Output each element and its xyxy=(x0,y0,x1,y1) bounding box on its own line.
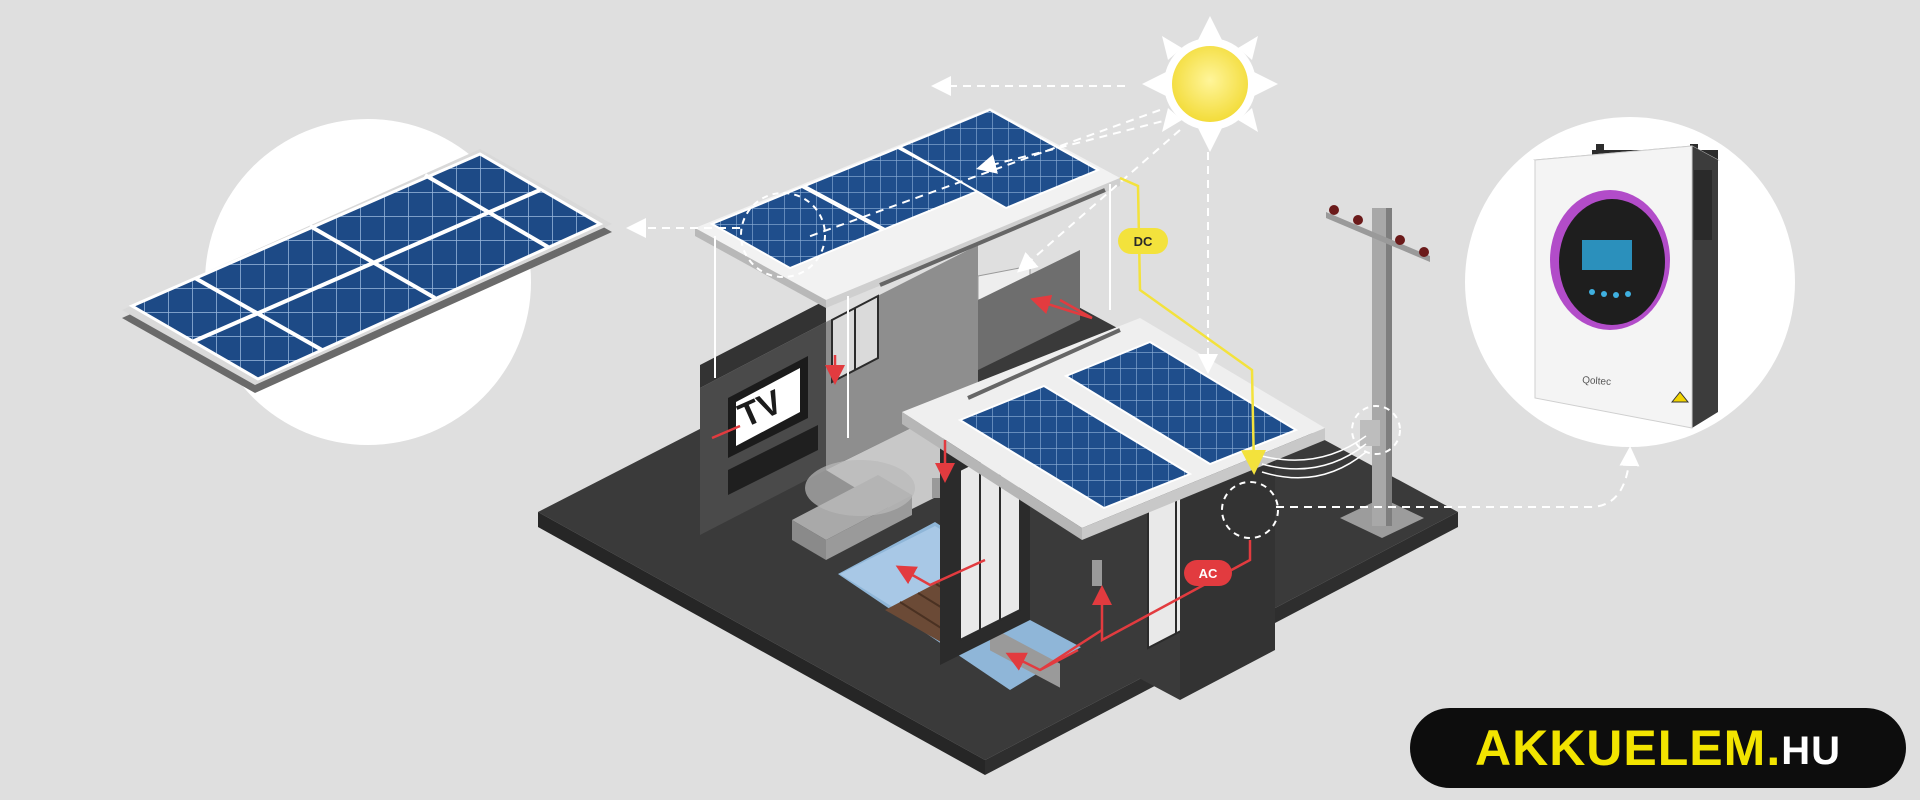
logo-dot: . xyxy=(1766,720,1782,776)
inverter-brand-label: Qoltec xyxy=(1582,375,1612,388)
tv-screen: TV xyxy=(728,356,808,458)
ac-badge: AC xyxy=(1184,560,1232,586)
living-room: TV xyxy=(700,245,1080,560)
akkuelem-logo: AKKUELEM.HU xyxy=(1410,708,1906,788)
upper-roof xyxy=(695,108,1120,438)
windows xyxy=(831,294,879,384)
dc-label: DC xyxy=(1134,234,1153,249)
lower-solar-array xyxy=(957,340,1299,510)
ac-wires: AC xyxy=(711,294,1252,672)
callout-lines xyxy=(626,76,1640,539)
panel-detail-circle xyxy=(122,119,612,445)
sun xyxy=(1142,16,1278,152)
lower-roof xyxy=(902,318,1325,540)
logo-brand: AKKUELEM xyxy=(1474,720,1767,776)
solar-panel-detail xyxy=(122,149,612,393)
ac-label: AC xyxy=(1199,566,1218,581)
dc-wire: DC xyxy=(1118,176,1267,475)
inverter-detail-circle: Qoltec xyxy=(1465,117,1795,447)
logo-tld: HU xyxy=(1781,728,1841,773)
dc-badge: DC xyxy=(1118,228,1168,254)
upper-solar-array xyxy=(709,108,1101,270)
inverter-device: Qoltec xyxy=(1533,144,1720,429)
